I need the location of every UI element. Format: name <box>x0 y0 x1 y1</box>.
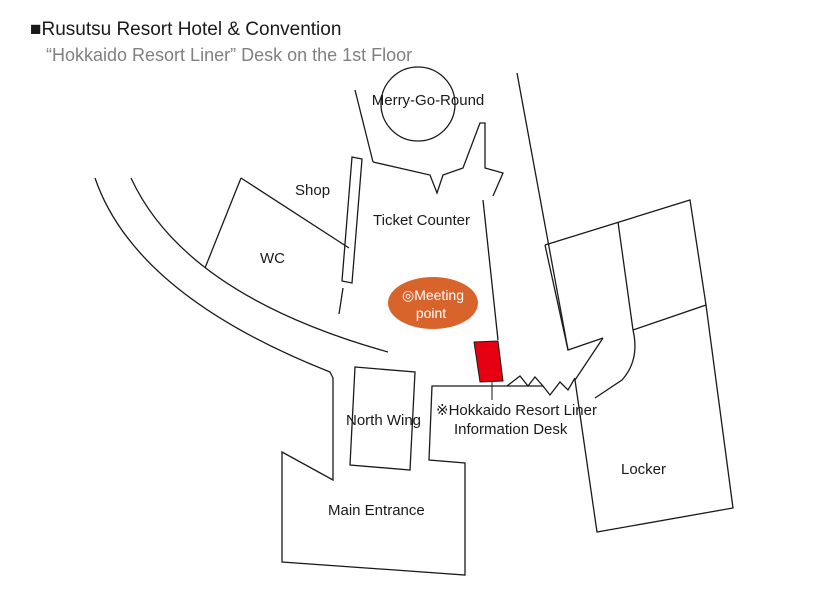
locker-building <box>574 304 734 533</box>
wall-left-upper <box>354 89 374 163</box>
map-subtitle: “Hokkaido Resort Liner” Desk on the 1st … <box>46 45 413 65</box>
corridor-outer-curve <box>94 177 576 576</box>
right-building-mid <box>617 221 634 331</box>
label-info-desk-line2: Information Desk <box>454 421 568 438</box>
label-meeting-point-line1: ◎Meeting <box>402 287 464 303</box>
right-building-inner <box>544 244 604 351</box>
label-merry-go-round: Merry-Go-Round <box>372 92 485 109</box>
label-locker: Locker <box>621 461 666 478</box>
right-building-outer <box>544 199 707 331</box>
partition-lower <box>338 287 344 315</box>
label-info-desk-line1: ※Hokkaido Resort Liner <box>436 402 597 419</box>
shop-building <box>240 177 350 249</box>
label-ticket-counter: Ticket Counter <box>373 212 470 229</box>
wall-upper-outline <box>372 122 504 197</box>
locker-inner-curve <box>594 329 636 399</box>
merry-go-round-circle <box>380 66 456 142</box>
info-desk-marker <box>473 340 504 383</box>
walkway-edge <box>482 199 499 341</box>
wc-building <box>204 177 242 269</box>
north-wing-outline <box>349 366 416 471</box>
wall-right-boundary <box>516 72 569 351</box>
label-main-entrance: Main Entrance <box>328 502 425 519</box>
corridor-inner-curve <box>130 177 389 353</box>
meeting-point-marker <box>388 277 478 329</box>
label-north-wing: North Wing <box>346 412 421 429</box>
label-shop: Shop <box>295 182 330 199</box>
label-wc: WC <box>260 250 285 267</box>
shop-partition <box>341 156 363 284</box>
entrance-zigzag <box>506 375 544 388</box>
map-title: ■Rusutsu Resort Hotel & Convention <box>30 19 342 40</box>
label-meeting-point-line2: point <box>416 305 446 321</box>
